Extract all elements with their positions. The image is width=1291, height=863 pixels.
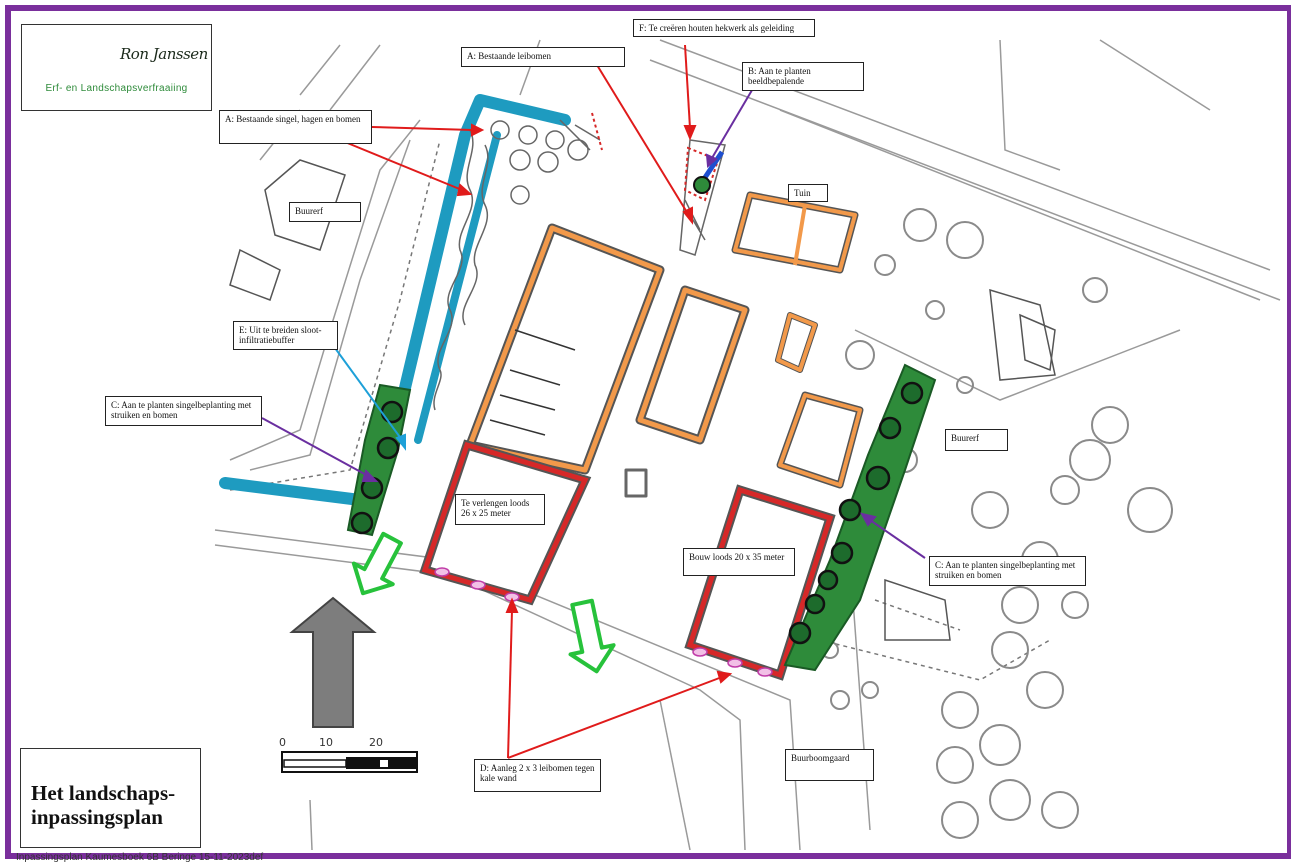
annotation-arrows-purple: [261, 84, 926, 559]
singelbeplanting-left: [346, 383, 412, 537]
label-a-singel: A: Bestaande singel, hagen en bomen: [219, 110, 372, 144]
title-box: Het landschaps- inpassingsplan: [20, 748, 201, 848]
label-loods-verlengen: Te verlengen loods 26 x 25 meter: [455, 494, 545, 525]
label-d-leibomen: D: Aanleg 2 x 3 leibomen tegen kale wand: [474, 759, 601, 792]
existing-buildings: [465, 191, 864, 498]
beeldbepalende-tree: [693, 176, 711, 194]
label-buurerf-left: Buurerf: [289, 202, 361, 222]
buurerf-house-right: [884, 288, 1056, 641]
building-hatching: [489, 329, 576, 436]
scale-tick-10: 10: [319, 736, 333, 749]
label-f-hekwerk: F: Te creëren houten hekwerk als geleidi…: [633, 19, 815, 37]
water-flow-arrow-left: [351, 531, 403, 596]
label-e-sloot: E: Uit te breiden sloot-infiltratiebuffe…: [233, 321, 338, 350]
label-loods-bouw: Bouw loods 20 x 35 meter: [683, 548, 795, 576]
label-buurerf-right: Buurerf: [945, 429, 1008, 451]
logo: Ron Janssen Erf- en Landschapsverfraaiin…: [21, 24, 212, 111]
label-buurboomgaard: Buurboomgaard: [785, 749, 874, 781]
label-c-left: C: Aan te planten singelbeplanting met s…: [105, 396, 262, 426]
label-a-leibomen: A: Bestaande leibomen: [461, 47, 625, 67]
footer-caption: Inpassingsplan Kaumesboek 6B Beringe 15-…: [16, 852, 264, 863]
scale-tick-labels: 0 10 20: [279, 736, 419, 750]
label-tuin: Tuin: [788, 184, 828, 202]
singelbeplanting-right: [783, 363, 937, 672]
water-flow-arrow-bottom: [568, 598, 616, 674]
orchard-trees: [821, 208, 1173, 839]
scale-tick-0: 0: [279, 736, 286, 749]
map-frame: [5, 5, 1291, 859]
hekwerk-dashed-top: [591, 112, 603, 151]
dashed-boundary: [229, 139, 1051, 681]
scale-tick-20: 20: [369, 736, 383, 749]
annotation-arrows-red: [344, 44, 733, 759]
hekwerk-dashed: [683, 146, 720, 202]
logo-name: Ron Janssen: [120, 45, 208, 63]
annotation-arrow-blue: [334, 347, 406, 451]
north-arrow: [289, 596, 377, 728]
leibomen-new: [434, 567, 773, 677]
label-c-right: C: Aan te planten singelbeplanting met s…: [929, 556, 1086, 586]
label-b-beeldbepalende: B: Aan te planten beeldbepalende: [742, 62, 864, 91]
logo-tagline: Erf- en Landschapsverfraaiing: [45, 83, 188, 94]
page-title: Het landschaps- inpassingsplan: [31, 781, 176, 829]
scale-bar: [281, 751, 418, 773]
existing-hedge-trees: [433, 119, 601, 411]
